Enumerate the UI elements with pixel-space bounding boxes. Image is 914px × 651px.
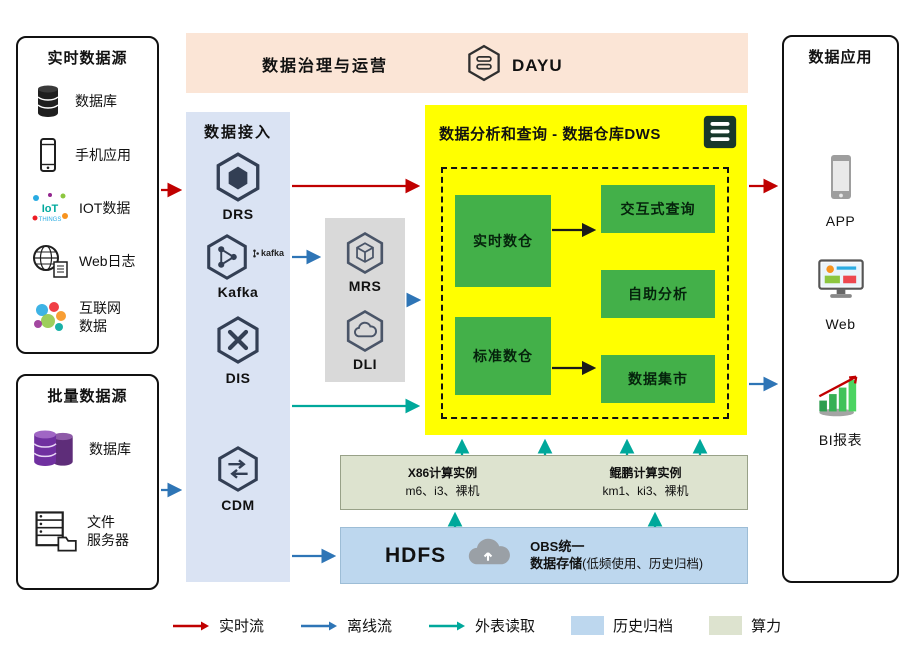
- x86-spec: m6、i3、裸机: [405, 483, 480, 498]
- governance-title: 数据治理与运营: [262, 58, 389, 75]
- batch-sources-box: 批量数据源 数据库 文件 服务器: [16, 374, 159, 590]
- svg-text:IoT: IoT: [42, 203, 59, 215]
- legend-label: 算力: [751, 618, 782, 635]
- svg-text:THINGS: THINGS: [39, 217, 62, 223]
- dws-standard-warehouse: 标准数仓: [455, 317, 551, 395]
- dis-icon: [186, 314, 290, 366]
- mrs-icon: [325, 230, 405, 276]
- source-label: 互联网 数据: [79, 299, 121, 334]
- bi-report-icon: [815, 367, 867, 424]
- list-item: Web日志: [30, 237, 151, 285]
- kafka-badge-label: kafka: [261, 248, 285, 258]
- source-label: Web日志: [79, 252, 136, 269]
- dayu-product: DAYU: [464, 43, 563, 88]
- dws-interactive-query: 交互式查询: [601, 185, 715, 233]
- legend-item-compute-power: 算力: [709, 615, 781, 636]
- applications-title: 数据应用: [808, 49, 873, 66]
- kafka-icon: [186, 232, 290, 282]
- legend-item-offline-flow: 离线流: [300, 615, 392, 636]
- source-label: IOT数据: [79, 199, 131, 216]
- legend-label: 历史归档: [613, 618, 674, 635]
- compute-power-swatch: [709, 616, 743, 635]
- list-item: BI报表: [784, 367, 897, 450]
- kunpeng-spec: km1、ki3、裸机: [602, 483, 689, 498]
- service-label-drs: DRS: [222, 206, 254, 222]
- app-label: APP: [825, 213, 856, 229]
- list-item: Web: [784, 255, 897, 332]
- dayu-label: DAYU: [512, 55, 563, 75]
- list-item: 文件 服务器: [30, 498, 151, 564]
- app-label: Web: [825, 316, 856, 332]
- service-label-cdm: CDM: [221, 497, 255, 513]
- governance-bar: 数据治理与运营 DAYU: [186, 33, 748, 93]
- dws-self-analysis: 自助分析: [601, 270, 715, 318]
- legend-label: 外表读取: [475, 618, 536, 635]
- iot-icon: IoT THINGS: [30, 190, 70, 226]
- drs-icon: [186, 150, 290, 204]
- x86-compute: X86计算实例 m6、i3、裸机: [341, 456, 544, 509]
- database-icon: [30, 83, 66, 119]
- realtime-sources-title: 实时数据源: [47, 50, 128, 67]
- list-item: 数据库: [30, 418, 151, 480]
- list-item: IoT THINGS IOT数据: [30, 185, 151, 231]
- dws-data-mart: 数据集市: [601, 355, 715, 403]
- kafka-badge: kafka: [250, 248, 284, 258]
- obs-note: (低频使用、历史归档): [582, 557, 703, 572]
- hdfs-label: HDFS: [384, 543, 447, 567]
- cloud-icon: [462, 535, 514, 576]
- source-label: 文件 服务器: [87, 513, 129, 548]
- legend-label: 实时流: [219, 618, 265, 635]
- dayu-icon: [464, 43, 504, 88]
- dws-box: 数据分析和查询 - 数据仓库DWS 实时数仓 标准数仓 交互式查询 自助分析 数…: [425, 105, 747, 435]
- obs-title: OBS统一 数据存储: [530, 538, 585, 572]
- archive-swatch: [571, 616, 605, 635]
- hdfs-obs-box: HDFS OBS统一 数据存储(低频使用、历史归档): [340, 527, 748, 584]
- legend-item-external-read: 外表读取: [428, 615, 535, 636]
- kunpeng-title: 鲲鹏计算实例: [609, 466, 682, 481]
- mobile-app-icon: [823, 152, 859, 207]
- obs-storage-text: OBS统一 数据存储(低频使用、历史归档): [530, 538, 703, 573]
- processing-box: MRS DLI: [325, 218, 405, 382]
- list-item: 数据库: [30, 78, 151, 124]
- app-label: BI报表: [818, 432, 863, 448]
- legend: 实时流 离线流 外表读取 历史归档 算力: [172, 615, 781, 636]
- report-icon: [701, 113, 739, 156]
- web-browser-icon: [815, 255, 867, 310]
- realtime-flow-arrow-icon: [173, 621, 209, 630]
- file-server-icon: [30, 509, 78, 553]
- weblog-icon: [30, 242, 70, 280]
- dws-inner-frame: [441, 167, 729, 419]
- dws-realtime-warehouse: 实时数仓: [455, 195, 551, 287]
- list-item: 互联网 数据: [30, 290, 151, 344]
- service-label-dis: DIS: [225, 370, 251, 386]
- source-label: 数据库: [89, 440, 131, 457]
- dli-icon: [325, 308, 405, 354]
- cdm-icon: [186, 444, 290, 494]
- compute-box: X86计算实例 m6、i3、裸机 鲲鹏计算实例 km1、ki3、裸机: [340, 455, 748, 510]
- ingestion-title: 数据接入: [203, 124, 272, 141]
- service-label-kafka: Kafka: [217, 284, 259, 300]
- kunpeng-compute: 鲲鹏计算实例 km1、ki3、裸机: [544, 456, 747, 509]
- offline-flow-arrow-icon: [301, 621, 338, 630]
- legend-item-realtime-flow: 实时流: [172, 615, 264, 636]
- internet-data-icon: [30, 298, 70, 336]
- kafka-logo-icon: [253, 249, 259, 257]
- applications-box: 数据应用 APP Web BI报表: [782, 35, 899, 583]
- list-item: APP: [784, 152, 897, 229]
- phone-icon: [30, 136, 66, 174]
- source-label: 数据库: [75, 92, 117, 109]
- batch-sources-title: 批量数据源: [47, 388, 128, 405]
- source-label: 手机应用: [75, 146, 131, 163]
- realtime-sources-box: 实时数据源 数据库 手机应用 IoT THINGS IOT数据 Web日志 互联网…: [16, 36, 159, 354]
- ingestion-column: 数据接入 DRS kafka Kafka DIS CDM: [186, 112, 290, 582]
- service-label-dli: DLI: [352, 356, 378, 372]
- service-label-mrs: MRS: [348, 278, 382, 294]
- legend-item-archive: 历史归档: [571, 615, 673, 636]
- external-read-arrow-icon: [429, 621, 466, 630]
- list-item: 手机应用: [30, 132, 151, 178]
- database-purple-icon: [30, 427, 80, 471]
- dws-title: 数据分析和查询 - 数据仓库DWS: [439, 126, 661, 143]
- legend-label: 离线流: [347, 618, 393, 635]
- x86-title: X86计算实例: [407, 466, 478, 481]
